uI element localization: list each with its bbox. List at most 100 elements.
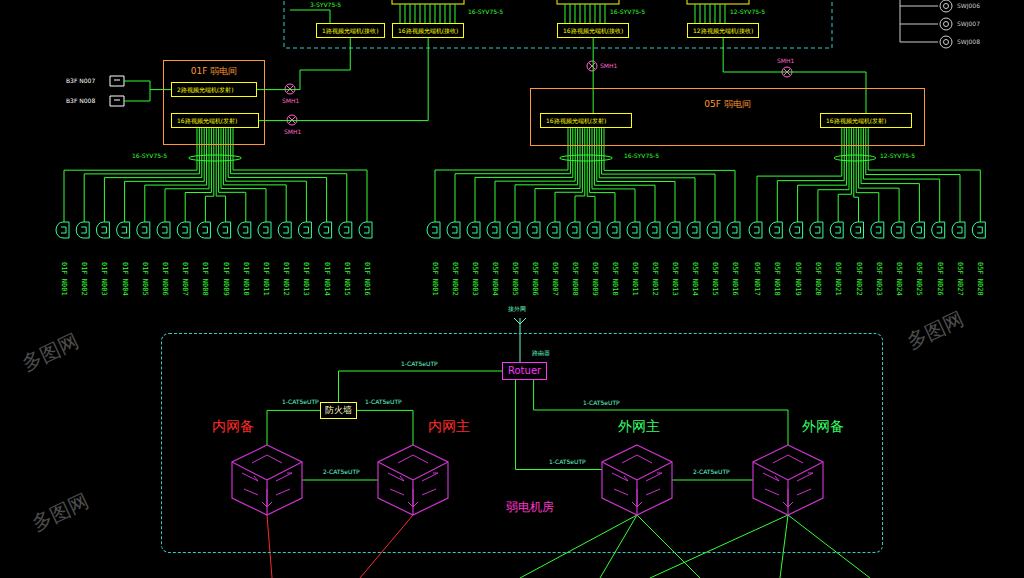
camera-symbol (467, 222, 480, 238)
cable-bundle (834, 155, 876, 161)
wire (226, 128, 307, 222)
switch-name: 外网主 (618, 418, 660, 435)
region-outline (284, 0, 832, 48)
camera-symbol (137, 222, 150, 238)
camera-id: 05F N027 (956, 262, 964, 296)
box-label: 01F 弱电间 (164, 66, 264, 77)
box-label: 16路视频光端机(发射) (177, 117, 253, 124)
camera-id: 05F N019 (793, 262, 801, 296)
camera-symbol (587, 222, 600, 238)
camera-id: 05F N024 (895, 262, 903, 296)
camera-symbol (727, 222, 740, 238)
camera-symbol (790, 222, 803, 238)
wire (267, 515, 272, 578)
camera-id: 01F N001 (60, 262, 68, 296)
camera-id: 05F N015 (711, 262, 719, 296)
camera-id: 05F N025 (915, 262, 923, 296)
camera-symbol (56, 222, 69, 238)
camera-symbol (647, 222, 660, 238)
camera-symbol (940, 36, 952, 48)
camera-id: 05F N008 (571, 262, 579, 296)
box-label: 防火墙 (325, 405, 352, 416)
camera-id: 01F N015 (342, 262, 350, 296)
wire (838, 128, 851, 222)
wire (592, 128, 635, 222)
camera-id: 05F N026 (935, 262, 943, 296)
wire (228, 128, 326, 222)
camera-symbol (944, 22, 949, 27)
receiver-box: 16路视频光端机(接收) (392, 23, 464, 38)
camera-id: 01F N009 (221, 262, 229, 296)
wire (84, 128, 199, 222)
camera-symbol (527, 222, 540, 238)
wire (535, 128, 580, 222)
cable-connector (357, 410, 413, 445)
wire (720, 4, 721, 23)
camera-symbol (507, 222, 520, 238)
box-label: 弱电机房 (506, 500, 554, 514)
cable-connector (302, 480, 378, 481)
receiver-box: 1路视频光端机(接收) (316, 23, 385, 38)
camera-symbol (567, 222, 580, 238)
wire (231, 128, 347, 222)
cable-label: 12-SYV75-5 (730, 8, 765, 15)
cable-label: 16-SYV75-5 (610, 8, 645, 15)
receiver-box: 16路视频光端机(接收) (557, 23, 629, 38)
wire (565, 4, 566, 23)
cable-bundle (189, 155, 242, 161)
camera-symbol (891, 222, 904, 238)
wire (589, 63, 595, 69)
cable-connector (267, 410, 320, 445)
wire (637, 515, 700, 578)
camera-id: 01F N014 (322, 262, 330, 296)
room-box: 05F 弱电间16路视频光端机(发射)16路视频光端机(发射) (530, 88, 925, 146)
wire (757, 128, 842, 222)
cable-label: 16-SYV75-5 (132, 152, 167, 159)
room-box: 01F 弱电间 2路视频光端机(发射) 16路视频光端机(发射) (163, 60, 265, 145)
camera-symbol (197, 222, 210, 238)
wire (425, 4, 426, 23)
camera-symbol (871, 222, 884, 238)
box-label: 1路视频光端机(接收) (322, 27, 379, 34)
equipment-box (687, 0, 749, 4)
box-label: 2路视频光端机(发射) (177, 86, 251, 93)
cable-connector (259, 38, 428, 120)
splice-symbol (285, 84, 295, 94)
camera-id: B3F N008 (66, 97, 95, 104)
cable-label: 16-SYV75-5 (624, 152, 659, 159)
wire (475, 128, 573, 222)
switch-cube: 外网备 (753, 445, 823, 515)
wire (219, 128, 246, 222)
camera-symbol (830, 222, 843, 238)
wire (205, 128, 213, 222)
wire (589, 63, 595, 69)
camera-symbol (932, 222, 945, 238)
switch-name: 内网备 (212, 418, 254, 435)
switch-cube: 内网备 (232, 445, 302, 515)
camera-symbol (278, 222, 291, 238)
cable-connector (534, 380, 788, 445)
box-label: 16路视频光端机(接收) (563, 27, 623, 34)
wire (590, 128, 615, 222)
camera-id: 05F N028 (976, 262, 984, 296)
watermark: 多图网 (28, 488, 93, 535)
camera-id: 05F N013 (671, 262, 679, 296)
camera-id: 05F N001 (431, 262, 439, 296)
camera-symbol (911, 222, 924, 238)
camera-id: 01F N004 (120, 262, 128, 296)
camera-symbol (972, 222, 985, 238)
wire (788, 515, 870, 578)
wire (859, 128, 900, 222)
camera-id: 05F N010 (611, 262, 619, 296)
watermark: 多图网 (18, 328, 83, 375)
transmitter-box: 16路视频光端机(发射) (171, 113, 259, 128)
wire (124, 90, 150, 101)
note: 接外网 (508, 305, 526, 312)
cable-label: 1-CAT5eUTP (400, 360, 439, 367)
splice-symbol (587, 61, 597, 71)
camera-symbol (177, 222, 190, 238)
wire (575, 128, 585, 222)
camera-id: 01F N006 (161, 262, 169, 296)
box-label: 16路视频光端机(发射) (826, 117, 906, 124)
receiver-box: 12路视频光端机(接收) (687, 23, 759, 38)
